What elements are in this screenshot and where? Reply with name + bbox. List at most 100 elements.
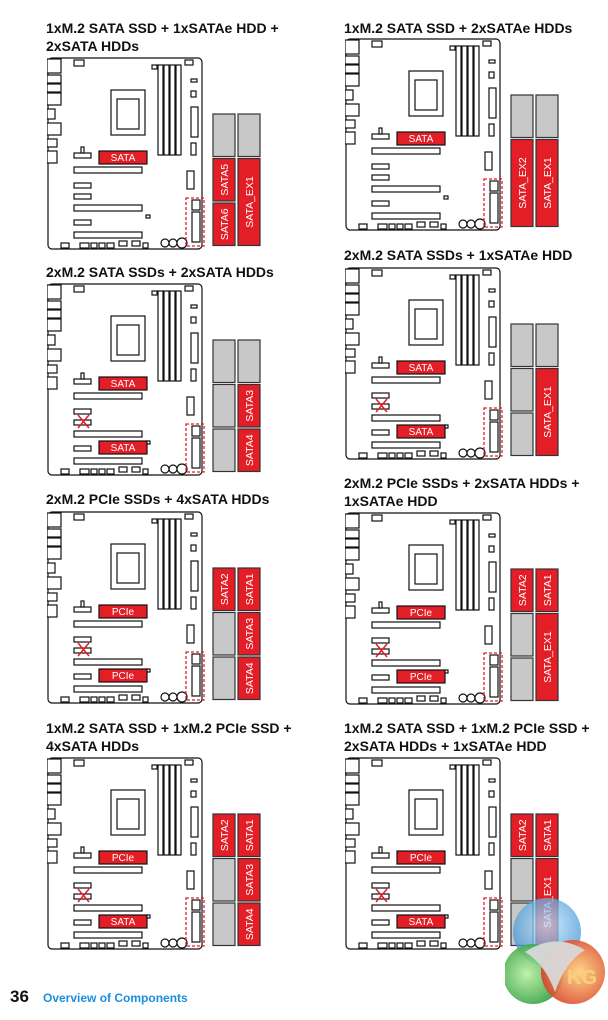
pcie-slot — [371, 931, 441, 939]
connector — [449, 274, 456, 280]
connector — [186, 624, 195, 644]
sata-connector — [489, 192, 499, 224]
dimm-slot — [163, 518, 170, 610]
pcie-slot — [371, 686, 441, 694]
sata-port-unused — [212, 611, 236, 656]
sata-port-label: SATA3 — [244, 864, 256, 896]
header — [377, 452, 388, 459]
pcie-slot — [371, 147, 441, 155]
dimm-slot — [455, 764, 462, 856]
sata-port-label: SATA3 — [244, 390, 256, 422]
io-port — [47, 74, 62, 84]
header — [98, 242, 106, 249]
button — [458, 219, 468, 229]
header — [416, 450, 426, 457]
pcie-slot — [73, 904, 143, 912]
header — [377, 697, 388, 704]
header — [106, 696, 115, 703]
io-port — [345, 593, 356, 603]
io-port — [47, 792, 62, 806]
pcie-x1-slot — [371, 200, 390, 207]
button — [458, 693, 468, 703]
connector — [488, 352, 495, 366]
header — [106, 468, 115, 475]
m2-mode-label: PCIe — [112, 607, 135, 618]
io-port — [345, 758, 360, 774]
connector — [190, 596, 197, 610]
sata-port-unused — [212, 902, 236, 947]
io-port — [47, 318, 62, 332]
sata-port-label: SATA2 — [219, 819, 231, 851]
dimm-slot — [455, 274, 462, 366]
dimm-slot — [169, 764, 176, 856]
header — [106, 242, 115, 249]
sata-port-label: SATA1 — [244, 819, 256, 851]
sata-port-label: SATA6 — [219, 208, 231, 240]
header — [131, 466, 141, 473]
sata-port-sata4: SATA4 — [237, 902, 261, 947]
header — [377, 223, 388, 230]
button — [466, 448, 476, 458]
connector — [488, 533, 496, 538]
m2-mode-label: SATA — [111, 917, 136, 928]
sata-port-sata6: SATA6 — [212, 202, 236, 247]
header — [388, 697, 396, 704]
cpu-socket-inner — [414, 553, 438, 585]
component — [443, 195, 449, 200]
connector — [488, 545, 495, 553]
header — [118, 466, 128, 473]
dimm-slot — [473, 45, 480, 137]
sata-port-sata2: SATA2 — [212, 813, 236, 858]
dimm-slot — [163, 290, 170, 382]
header — [358, 942, 368, 949]
m2-slot — [73, 378, 92, 385]
pcie-slot — [73, 430, 143, 438]
button — [474, 218, 486, 230]
sata-port-label: SATA1 — [542, 819, 554, 851]
sata-area-highlight — [185, 423, 205, 473]
connector — [482, 40, 492, 47]
header — [118, 240, 128, 247]
sata-port-sata2: SATA2 — [510, 568, 534, 613]
io-port — [345, 538, 360, 548]
m2-slot-bottom-label: SATA — [396, 914, 446, 929]
io-port — [345, 513, 360, 529]
io-port — [345, 547, 360, 561]
dimm-slot — [461, 764, 468, 856]
sata-port-sata3: SATA3 — [237, 857, 261, 902]
connector — [151, 64, 158, 70]
pcie-x1-slot — [371, 919, 390, 926]
m2-slot-top-label: SATA — [396, 131, 446, 146]
sata-port-unused — [212, 656, 236, 701]
connector — [371, 514, 383, 522]
pcie-x1-slot — [371, 174, 390, 181]
io-port — [345, 119, 356, 129]
dimm-slot — [169, 290, 176, 382]
connector — [73, 759, 85, 767]
io-port — [47, 309, 62, 319]
sata-area-highlight — [483, 897, 503, 947]
io-port — [47, 546, 62, 560]
pcie-x1-slot — [371, 163, 390, 170]
dimm-slot — [175, 64, 182, 156]
connector — [190, 368, 197, 382]
connector — [190, 544, 197, 552]
button — [168, 938, 178, 948]
dimm-slot — [175, 518, 182, 610]
config-title: 1xM.2 SATA SSD + 1xM.2 PCIe SSD + 2xSATA… — [344, 720, 590, 754]
connector — [184, 59, 194, 66]
io-port — [345, 822, 360, 836]
header — [118, 940, 128, 947]
pcie-slot — [371, 866, 441, 874]
header — [416, 221, 426, 228]
header — [118, 694, 128, 701]
sata-area-highlight — [483, 178, 503, 228]
io-port — [345, 792, 360, 806]
sata-port-grid: SATA_EX1 — [510, 323, 559, 457]
config-title: 2xM.2 SATA SSDs + 2xSATA HDDs — [46, 264, 274, 280]
io-port — [345, 774, 360, 784]
io-port — [47, 822, 62, 836]
